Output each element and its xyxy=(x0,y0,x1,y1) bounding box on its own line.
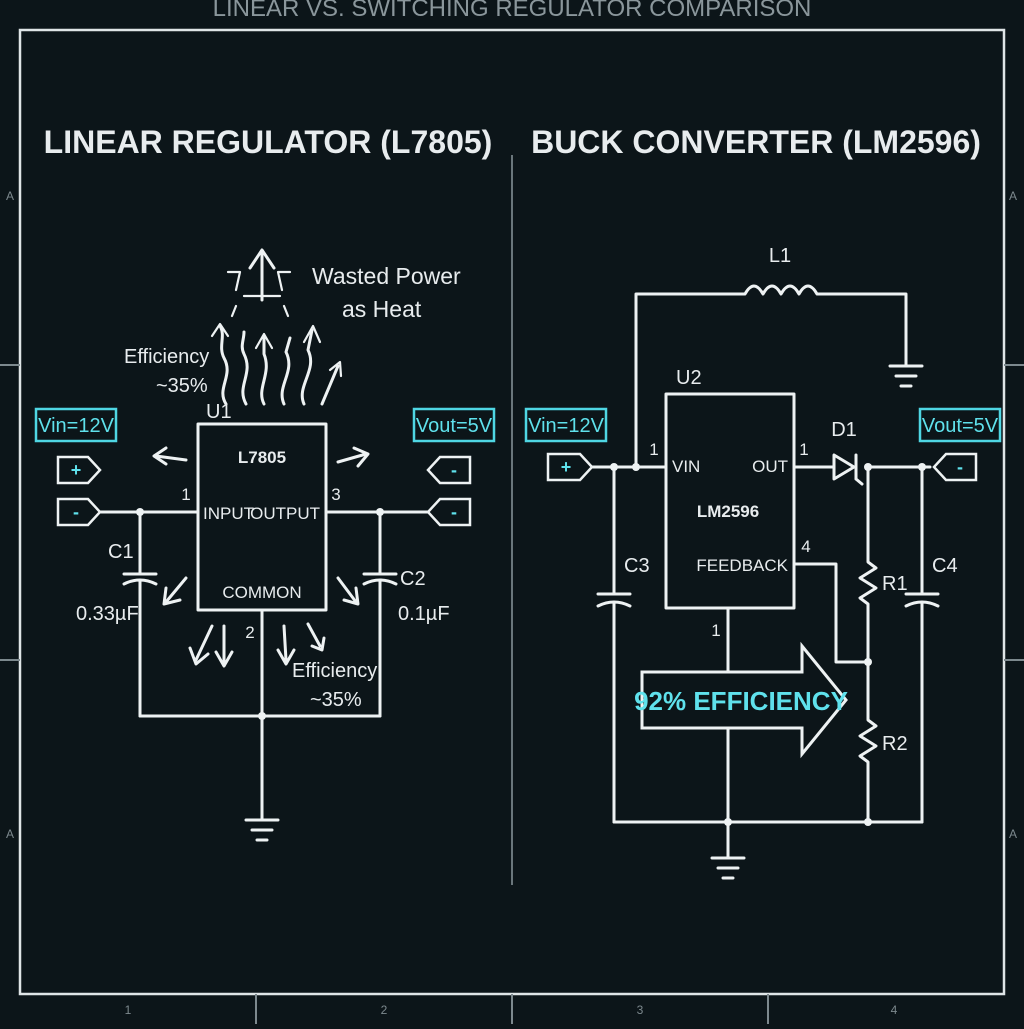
buck-vout-box xyxy=(918,407,1002,443)
u1-pin-input: INPUT xyxy=(203,504,254,523)
u1-part: L7805 xyxy=(238,448,286,467)
u2-part: LM2596 xyxy=(697,502,759,521)
buck-ground-icon xyxy=(612,606,924,880)
feedback-wire xyxy=(792,562,870,664)
u1-pin-num-common: 2 xyxy=(245,623,254,642)
buck-vin-box xyxy=(524,407,608,443)
buck-vin-label: Vin=12V xyxy=(528,415,604,437)
buck-out-terminal[interactable] xyxy=(932,452,978,482)
heat-arrows-icon xyxy=(210,248,343,406)
buck-top-ground-icon xyxy=(888,364,924,388)
d1-diode xyxy=(792,453,932,486)
u2-pin-num-gnd: 1 xyxy=(711,621,720,640)
u2-pin-num-out: 1 xyxy=(799,440,808,459)
c1-name: C1 xyxy=(108,541,134,563)
u1-ref: U1 xyxy=(206,401,232,423)
eff-bottom-line2: ~35% xyxy=(310,689,362,711)
r1-r2-divider xyxy=(858,465,878,824)
linear-in-minus-label: - xyxy=(73,502,79,522)
u1-pin-output: OUTPUT xyxy=(250,504,320,523)
linear-in-minus-terminal[interactable] xyxy=(56,497,102,527)
eff-top-line1: Efficiency xyxy=(124,346,209,368)
u2-ref: U2 xyxy=(676,367,702,389)
u2-pin-vin: VIN xyxy=(672,457,700,476)
c1-capacitor xyxy=(122,510,158,718)
border-mark-bottom-3: 3 xyxy=(637,1003,644,1017)
r1-label: R1 xyxy=(882,573,908,595)
border-mark-right-1: A xyxy=(1009,189,1017,203)
c4-capacitor xyxy=(904,465,940,824)
u2-chip-body[interactable] xyxy=(664,392,796,610)
u2-pin-num-vin: 1 xyxy=(649,440,658,459)
efficiency-arrow-icon xyxy=(640,641,848,759)
u1-pin-num-input: 1 xyxy=(181,485,190,504)
c4-label: C4 xyxy=(932,555,958,577)
side-heat-arrows-icon xyxy=(152,446,370,668)
d1-label: D1 xyxy=(831,419,857,441)
eff-top-line2: ~35% xyxy=(156,375,208,397)
linear-vin-label: Vin=12V xyxy=(38,415,114,437)
linear-out-top-label: - xyxy=(451,460,457,480)
l1-inductor xyxy=(634,284,908,469)
border-mark-right-2: A xyxy=(1009,827,1017,841)
c2-value: 0.1µF xyxy=(398,603,450,625)
border-mark-left-1: A xyxy=(6,189,14,203)
linear-out-bottom-terminal[interactable] xyxy=(426,497,472,527)
linear-title: LINEAR REGULATOR (L7805) xyxy=(44,124,493,160)
page-title: LINEAR VS. SWITCHING REGULATOR COMPARISO… xyxy=(213,0,812,22)
heat-label-line1: Wasted Power xyxy=(312,263,461,289)
border-mark-bottom-2: 2 xyxy=(381,1003,388,1017)
buck-vout-label: Vout=5V xyxy=(922,415,999,437)
buck-title: BUCK CONVERTER (LM2596) xyxy=(531,124,981,160)
heat-label-line2: as Heat xyxy=(342,296,422,322)
l1-label: L1 xyxy=(769,245,791,267)
u2-pin-out: OUT xyxy=(752,457,788,476)
u1-pin-num-output: 3 xyxy=(331,485,340,504)
r2-label: R2 xyxy=(882,733,908,755)
c1-value: 0.33µF xyxy=(76,603,139,625)
linear-vout-label: Vout=5V xyxy=(416,415,493,437)
border-mark-left-2: A xyxy=(6,827,14,841)
buck-in-label: + xyxy=(561,457,572,477)
c2-name: C2 xyxy=(400,568,426,590)
linear-out-bottom-label: - xyxy=(451,502,457,522)
c2-capacitor xyxy=(362,510,398,718)
u2-pin-num-feedback: 4 xyxy=(801,537,810,556)
buck-in-terminal[interactable] xyxy=(546,452,594,482)
linear-out-top-terminal[interactable] xyxy=(426,455,472,485)
c3-label: C3 xyxy=(624,555,650,577)
linear-ground-icon xyxy=(138,608,382,842)
efficiency-banner: 92% EFFICIENCY xyxy=(634,686,848,716)
linear-vout-box xyxy=(412,407,496,443)
linear-in-plus-terminal[interactable] xyxy=(56,455,102,485)
border-mark-bottom-1: 1 xyxy=(125,1003,132,1017)
border-mark-bottom-4: 4 xyxy=(891,1003,898,1017)
u2-pin-feedback: FEEDBACK xyxy=(696,556,788,575)
linear-in-plus-label: + xyxy=(71,460,82,480)
c3-capacitor xyxy=(596,465,632,824)
linear-vin-box xyxy=(34,407,118,443)
buck-out-label: - xyxy=(957,457,963,477)
eff-bottom-line1: Efficiency xyxy=(292,660,377,682)
u1-pin-common: COMMON xyxy=(222,583,301,602)
border-ticks xyxy=(0,364,1024,1024)
